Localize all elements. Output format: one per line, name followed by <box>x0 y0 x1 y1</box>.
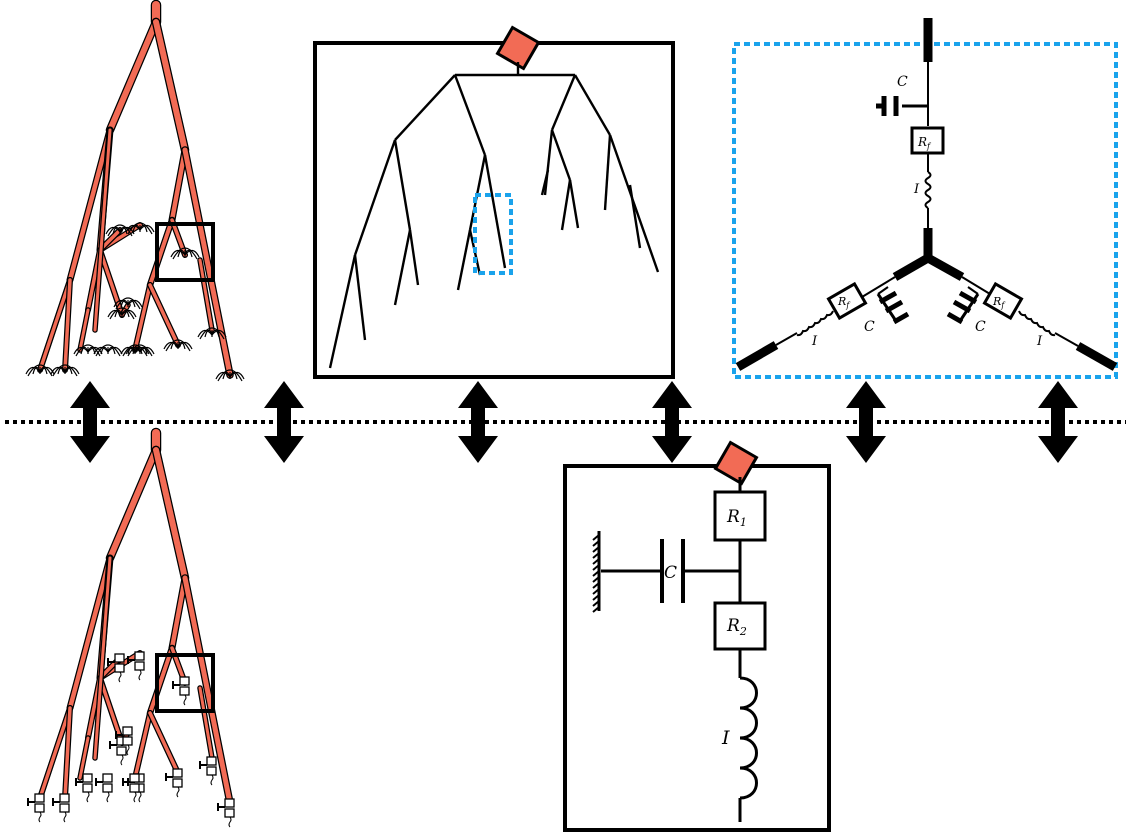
vessel-segment <box>560 179 572 231</box>
ground-hatch <box>592 558 600 565</box>
left-resistor-label: Rf <box>837 295 851 310</box>
ground-hatch <box>592 594 600 601</box>
ground-hatch <box>592 588 600 595</box>
double-arrow-icon <box>70 381 110 463</box>
vessel-segment <box>550 129 572 181</box>
arterial-tree-bottom <box>27 427 235 828</box>
left-capacitor-label: C <box>864 319 875 335</box>
circuit-root-square <box>713 440 759 486</box>
mini-circuit <box>127 651 145 681</box>
mini-circuit <box>75 773 93 803</box>
vessel-segment <box>468 154 487 231</box>
vessel-segment <box>483 154 507 269</box>
top-capacitor-label: C <box>897 74 908 90</box>
vessel-segment <box>603 134 612 211</box>
capillary-tuft <box>120 344 150 357</box>
zoom-box-bottom <box>155 653 215 713</box>
top-resistor-label: Rf <box>917 135 932 151</box>
capillary-tuft <box>215 369 245 382</box>
junction-detail-panel: C Rf I Rf C I Rf <box>732 18 1118 379</box>
root-node-square <box>495 25 541 71</box>
vessel-segment <box>353 139 397 256</box>
vessel-segment <box>393 229 412 306</box>
double-arrow-icon <box>1038 381 1078 463</box>
vessel-segment <box>543 129 554 196</box>
right-resistor-label: Rf <box>992 295 1006 310</box>
double-arrow-icon <box>846 381 886 463</box>
mini-circuit <box>95 773 113 803</box>
ground-hatch <box>592 582 600 589</box>
mini-circuit <box>199 756 217 786</box>
vessel-segment <box>394 74 456 141</box>
arterial-tree-top <box>25 0 245 382</box>
capillary-tuft <box>113 297 143 310</box>
mini-circuit <box>52 793 70 823</box>
capillary-tuft <box>197 327 227 340</box>
vessel-segment <box>573 74 612 136</box>
vessel-segment <box>393 139 412 231</box>
ground-hatch <box>592 576 600 583</box>
circuit-panel: R1 C R2 I <box>563 440 831 832</box>
vessel-segment <box>550 74 577 131</box>
vessel-segment <box>456 229 472 291</box>
capillary-tuft <box>107 307 137 320</box>
ground-hatch <box>592 606 600 613</box>
mini-circuit <box>122 773 140 803</box>
capillary-tuft <box>125 222 155 235</box>
resistor-r2 <box>713 601 767 651</box>
capillary-tuft <box>170 247 200 260</box>
capacitor-label: C <box>664 563 677 583</box>
ground-hatch <box>592 540 600 547</box>
double-arrow-icon <box>264 381 304 463</box>
vessel-segment <box>540 169 550 196</box>
mini-circuit <box>165 768 183 798</box>
ground-hatch <box>592 564 600 571</box>
capillary-tuft <box>93 344 123 357</box>
vessel-segment <box>568 179 580 229</box>
r1-label: R1 <box>726 507 747 529</box>
ground-hatch <box>592 546 600 553</box>
r2-label: R2 <box>726 616 747 638</box>
vessel-segment <box>453 74 487 156</box>
mini-circuit <box>109 736 127 766</box>
right-inductor-label: I <box>1036 334 1043 349</box>
mini-circuit <box>107 653 125 683</box>
double-arrow-icon <box>458 381 498 463</box>
vessel-segment <box>408 229 420 286</box>
capillary-tuft <box>25 364 55 377</box>
left-inductor-label: I <box>811 334 818 349</box>
vessel-segment <box>353 254 367 341</box>
scale-arrows <box>70 381 1078 463</box>
detail-highlight-box <box>473 193 513 275</box>
capillary-tuft <box>50 364 80 377</box>
right-capacitor-label: C <box>975 319 986 335</box>
ground-hatch <box>592 600 600 607</box>
inductor-coil <box>739 676 758 800</box>
vessel-segment <box>628 184 642 249</box>
ground-hatch <box>592 570 600 577</box>
ground-hatch <box>592 534 600 541</box>
ground-hatch <box>592 552 600 559</box>
vessel-segment <box>328 254 357 369</box>
zoomed-tree-panel <box>313 25 675 379</box>
top-inductor-label: I <box>913 182 920 197</box>
double-arrow-icon <box>652 381 692 463</box>
capillary-tuft <box>105 224 135 237</box>
mini-circuit <box>27 793 45 823</box>
mini-circuit <box>217 798 235 828</box>
capillary-tuft <box>163 339 193 352</box>
zoom-box-top <box>155 222 215 282</box>
inductor-label: I <box>721 727 730 749</box>
mini-circuit <box>172 676 190 706</box>
mini-circuit <box>115 726 133 756</box>
